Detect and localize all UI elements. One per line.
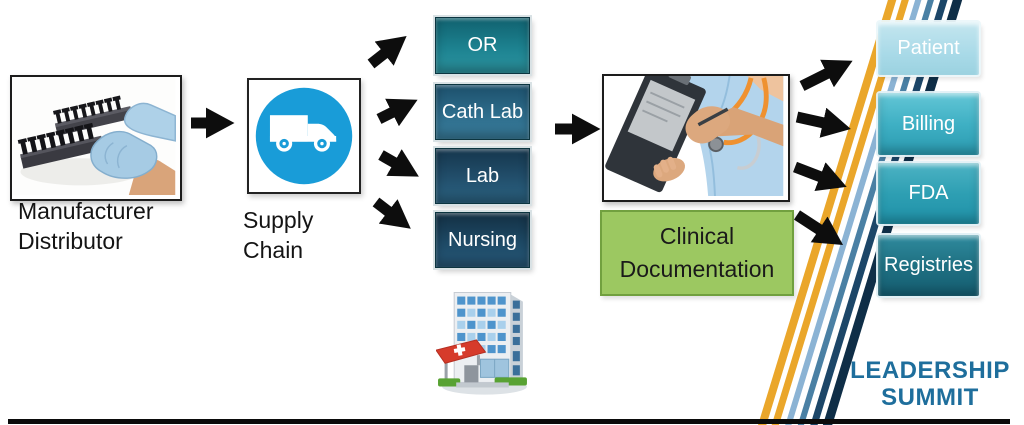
dest-box-registries: Registries bbox=[878, 235, 979, 296]
dest-label-fda: FDA bbox=[908, 182, 949, 204]
arrow-supply-to-cath-lab bbox=[376, 98, 418, 127]
dest-label-patient: Patient bbox=[897, 37, 960, 59]
dept-label-nursing: Nursing bbox=[448, 228, 517, 251]
dept-box-nursing: Nursing bbox=[435, 212, 530, 268]
clinical-documentation-line2: Documentation bbox=[619, 256, 775, 282]
supply-chain-label-line2: Chain bbox=[243, 237, 304, 263]
dest-label-registries: Registries bbox=[884, 254, 973, 276]
dept-label-cath-lab: Cath Lab bbox=[441, 100, 524, 123]
dept-box-cath-lab: Cath Lab bbox=[435, 84, 530, 140]
dest-box-patient: Patient bbox=[878, 22, 979, 75]
wordmark-line2: SUMMIT bbox=[881, 384, 979, 411]
nurse-photo bbox=[602, 74, 790, 202]
wordmark-line1: LEADERSHIP bbox=[850, 357, 1010, 384]
manufacturer-label: Manufacturer Distributor bbox=[18, 196, 228, 256]
supply-chain-label: Supply Chain bbox=[243, 205, 393, 265]
dest-label-billing: Billing bbox=[901, 112, 956, 135]
delivery-truck-icon bbox=[255, 87, 353, 185]
dept-box-or: OR bbox=[435, 17, 530, 74]
manufacturer-label-line1: Manufacturer bbox=[18, 198, 154, 224]
arrow-nurse-to-fda bbox=[793, 161, 847, 191]
dept-box-lab: Lab bbox=[435, 148, 530, 204]
arrow-supply-to-or bbox=[367, 36, 407, 69]
clinical-documentation-line1: Clinical bbox=[659, 223, 735, 249]
gloved-hands-components-illustration bbox=[12, 77, 176, 195]
supply-chain-box bbox=[247, 78, 361, 194]
manufacturer-label-line2: Distributor bbox=[18, 228, 123, 254]
arrow-nurse-to-billing bbox=[795, 107, 851, 138]
supply-chain-label-line1: Supply bbox=[243, 207, 314, 233]
clinical-documentation-box: Clinical Documentation bbox=[600, 210, 794, 296]
arrow-nurse-to-patient bbox=[799, 59, 853, 91]
dept-label-lab: Lab bbox=[465, 164, 500, 187]
dept-label-or: OR bbox=[467, 34, 498, 56]
dest-box-fda: FDA bbox=[878, 163, 979, 224]
arrow-supply-to-lab bbox=[378, 149, 419, 177]
leadership-summit-wordmark: LEADERSHIP SUMMIT bbox=[840, 357, 1020, 411]
manufacturer-photo bbox=[10, 75, 182, 201]
nurse-clipboard-illustration bbox=[604, 76, 784, 196]
bottom-divider-bar bbox=[8, 419, 1010, 424]
dest-box-billing: Billing bbox=[878, 93, 979, 155]
hospital-building-icon bbox=[435, 284, 532, 396]
